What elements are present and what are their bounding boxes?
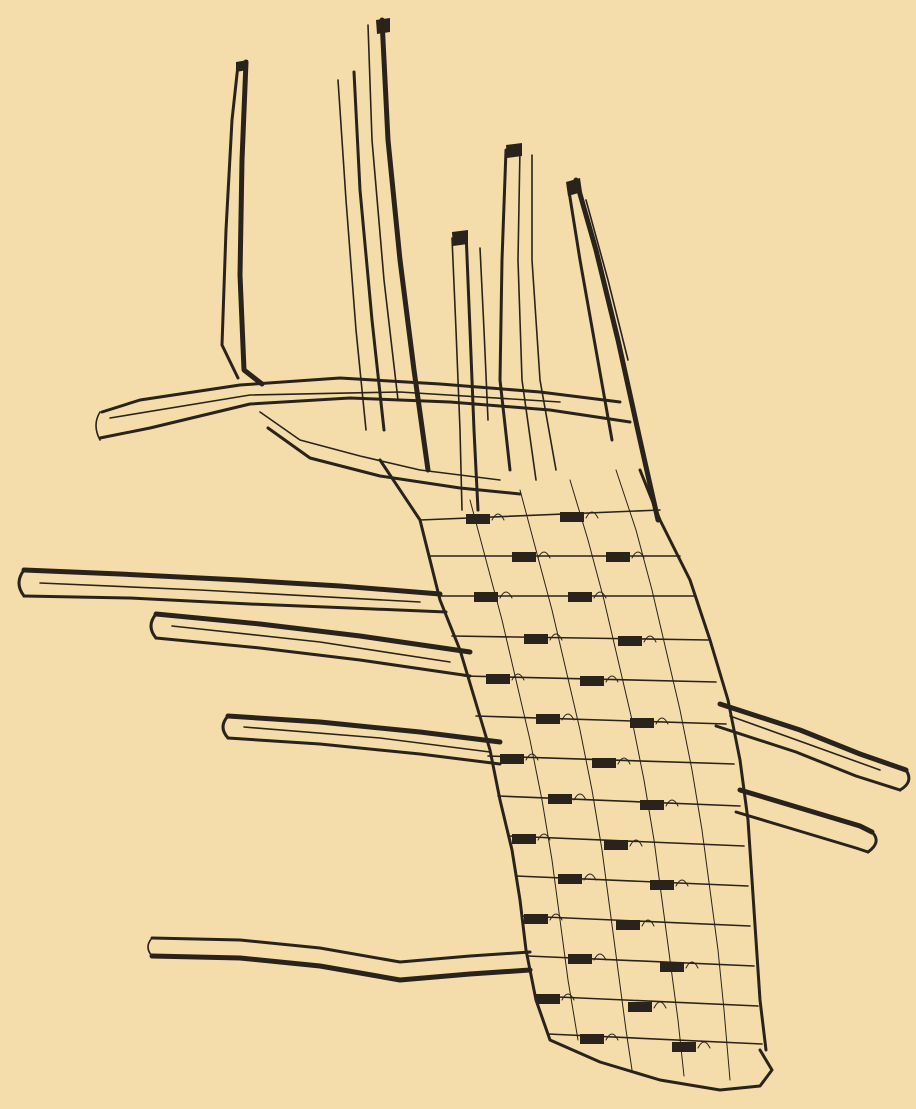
upright-stake-icon (222, 60, 262, 384)
protruding-stakes-right (716, 704, 909, 852)
protruding-stake-icon (736, 790, 876, 852)
upright-stake-icon (566, 178, 658, 520)
protruding-stake-icon (151, 614, 470, 676)
protruding-stake-icon (223, 716, 500, 764)
upright-stakes (222, 18, 658, 520)
upright-stake-icon (338, 18, 428, 470)
woven-mat-icon (380, 460, 772, 1090)
protruding-stake-icon (19, 570, 446, 612)
protruding-stake-icon (716, 704, 909, 790)
upright-stake-icon (452, 230, 488, 510)
upright-stake-icon (500, 143, 556, 480)
protruding-stake-icon (148, 938, 530, 980)
